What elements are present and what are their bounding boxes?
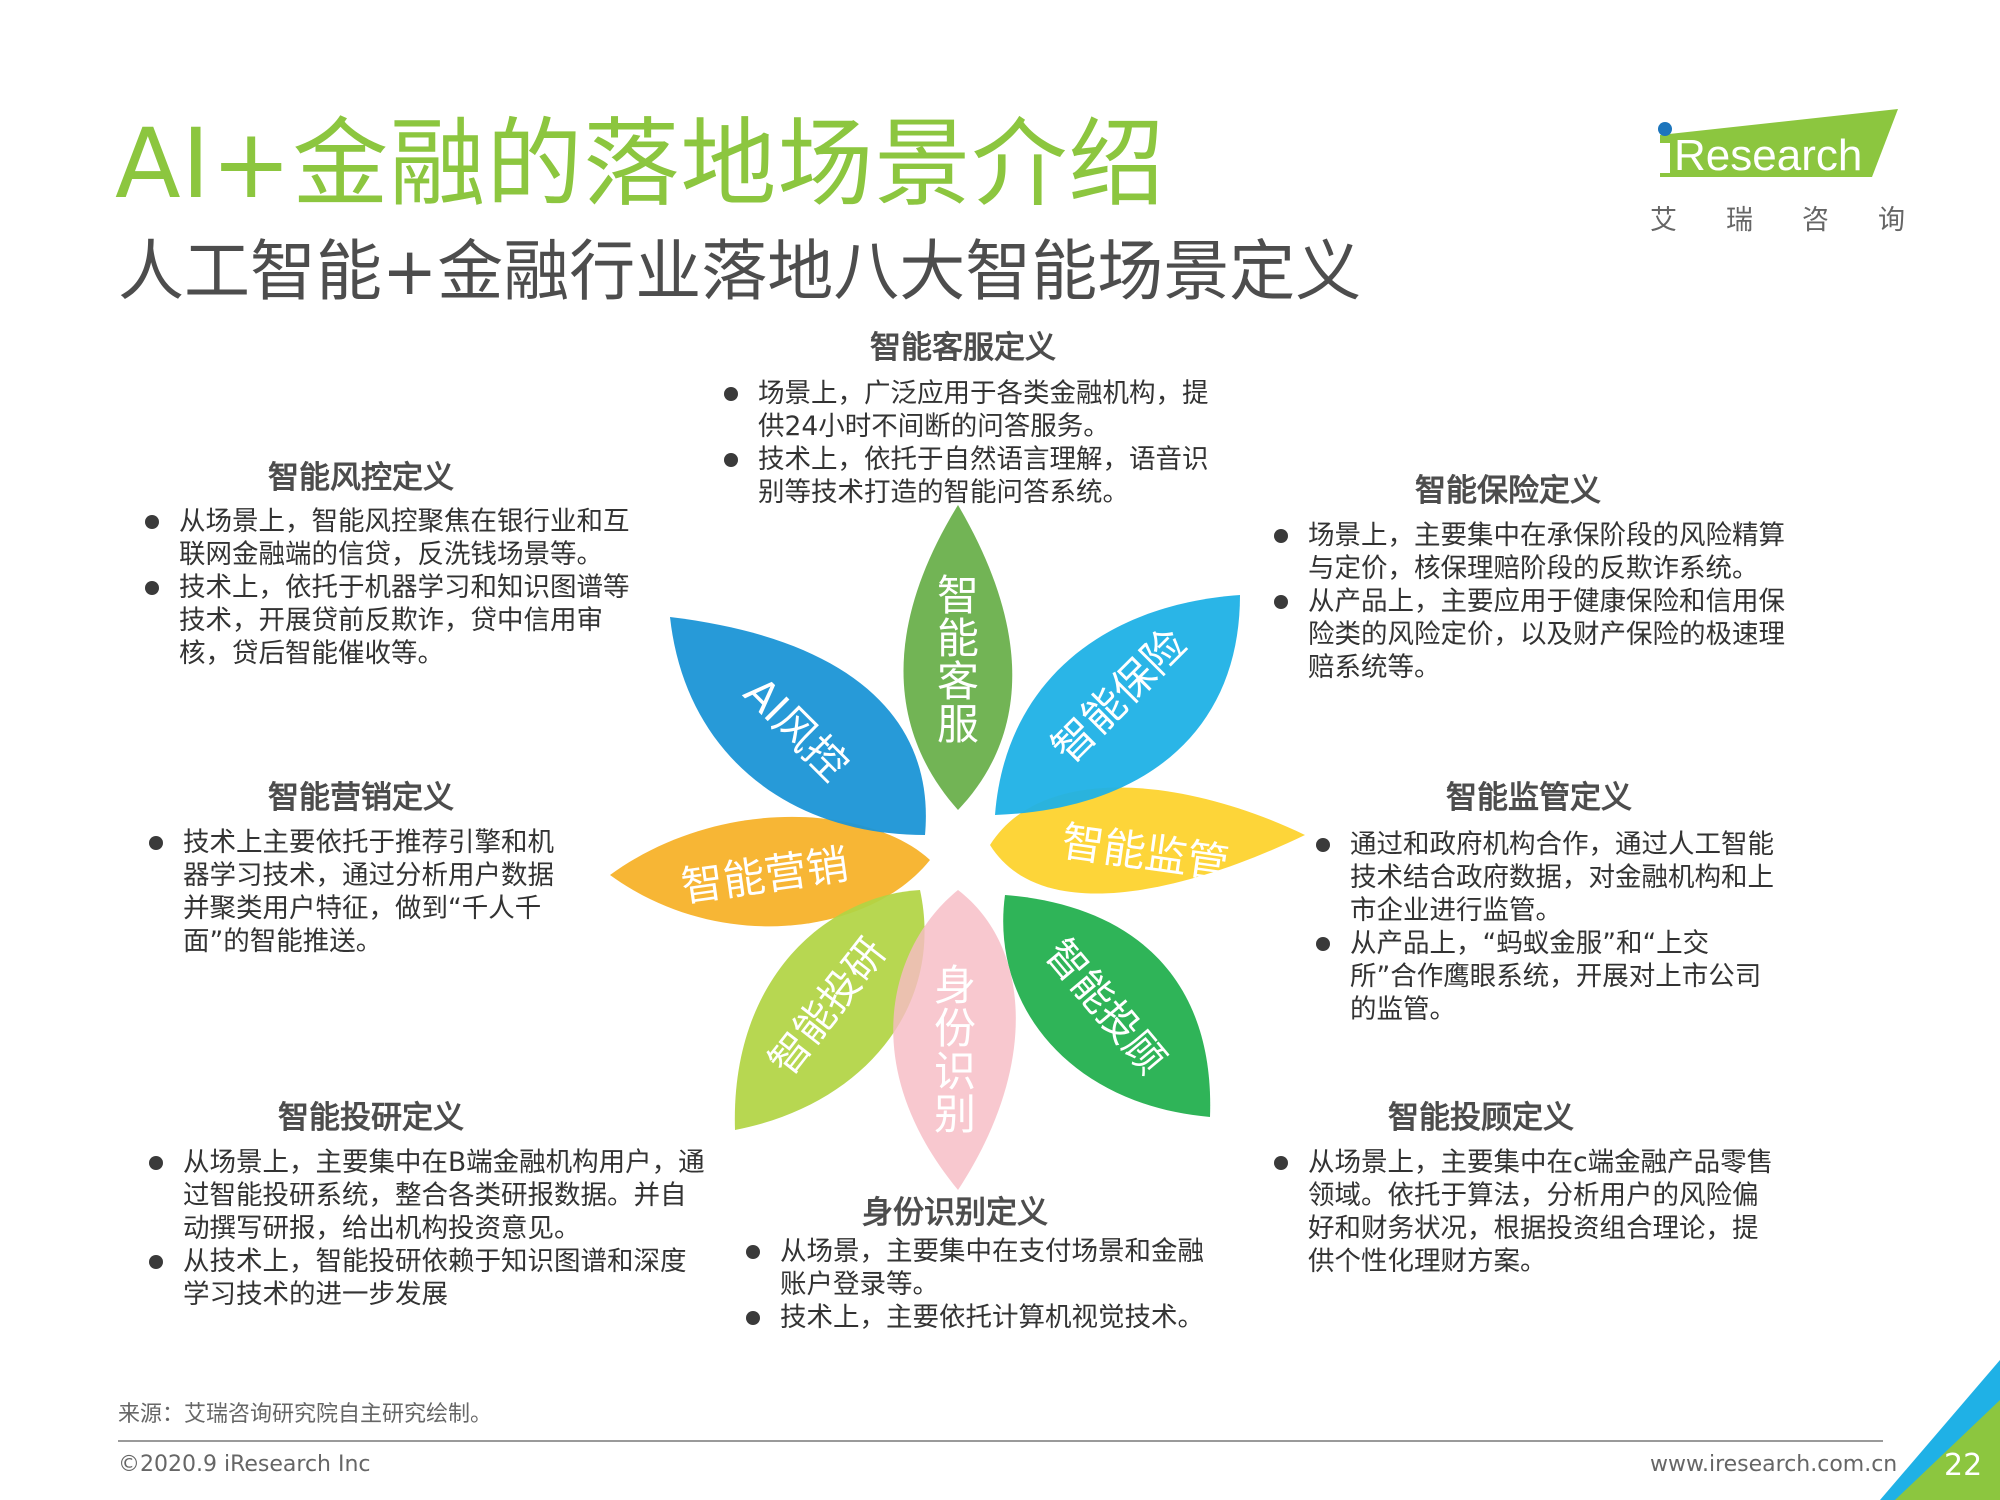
list-item: 从场景上，智能风控聚焦在银行业和互联网金融端的信贷，反洗钱场景等。	[143, 505, 633, 571]
list-item: 场景上，主要集中在承保阶段的风险精算与定价，核保理赔阶段的反欺诈系统。	[1272, 519, 1792, 585]
flower-diagram: 智能监管 智能营销 智能投研 智能投顾 AI风控 智能保险 智 能 客 服 身 …	[610, 505, 1305, 1190]
section-title-fengkong: 智能风控定义	[268, 460, 454, 496]
petal-char: 智	[937, 571, 979, 620]
list-item: 从技术上，智能投研依赖于知识图谱和深度学习技术的进一步发展	[147, 1245, 707, 1311]
section-list-baoxian: 场景上，主要集中在承保阶段的风险精算与定价，核保理赔阶段的反欺诈系统。 从产品上…	[1272, 519, 1792, 684]
petal-jianguan: 智能监管	[990, 787, 1305, 894]
section-list-shenfen: 从场景，主要集中在支付场景和金融账户登录等。 技术上，主要依托计算机视觉技术。	[744, 1235, 1214, 1334]
logo-cn: 艾 瑞 咨 询	[1650, 198, 1905, 237]
logo-text: Research	[1674, 131, 1862, 180]
corner-decoration	[1880, 1360, 2000, 1500]
petal-char: 能	[937, 614, 979, 663]
petal-baoxian: 智能保险	[995, 595, 1240, 815]
petal-shape	[903, 505, 1013, 810]
logo-banner	[1660, 109, 1898, 177]
list-item: 从产品上，主要应用于健康保险和信用保险类的风险定价，以及财产保险的极速理赔系统等…	[1272, 585, 1792, 684]
petal-char: 识	[934, 1047, 976, 1096]
logo-dot-icon	[1658, 122, 1672, 136]
petal-shape	[990, 787, 1305, 894]
section-title-baoxian: 智能保险定义	[1415, 473, 1601, 509]
petal-char: 服	[937, 700, 979, 749]
petal-shape	[893, 890, 1016, 1190]
page-subtitle: 人工智能+金融行业落地八大智能场景定义	[118, 233, 1362, 310]
petal-char: 客	[937, 657, 979, 706]
petal-shape	[995, 595, 1240, 815]
list-item: 通过和政府机构合作，通过人工智能技术结合政府数据，对金融机构和上市企业进行监管。	[1314, 828, 1774, 927]
petal-shenfen: 身 份 识 别	[893, 890, 1016, 1190]
section-title-tougu: 智能投顾定义	[1388, 1100, 1574, 1136]
list-item: 技术上，依托于自然语言理解，语音识别等技术打造的智能问答系统。	[722, 443, 1212, 509]
section-title-yingxiao: 智能营销定义	[268, 780, 454, 816]
section-title-touyan: 智能投研定义	[278, 1100, 464, 1136]
section-list-fengkong: 从场景上，智能风控聚焦在银行业和互联网金融端的信贷，反洗钱场景等。 技术上，依托…	[143, 505, 633, 670]
list-item: 从产品上，“蚂蚁金服”和“上交所”合作鹰眼系统，开展对上市公司的监管。	[1314, 927, 1774, 1026]
source-note: 来源：艾瑞咨询研究院自主研究绘制。	[118, 1402, 493, 1427]
list-item: 从场景上，主要集中在c端金融产品零售领域。依托于算法，分析用户的风险偏好和财务状…	[1272, 1146, 1782, 1278]
petal-yingxiao: 智能营销	[610, 816, 930, 927]
list-item: 技术上主要依托于推荐引擎和机器学习技术，通过分析用户数据并聚类用户特征，做到“千…	[147, 826, 577, 958]
petal-char: 份	[934, 1004, 976, 1053]
section-list-tougu: 从场景上，主要集中在c端金融产品零售领域。依托于算法，分析用户的风险偏好和财务状…	[1272, 1146, 1782, 1278]
petal-kefu: 智 能 客 服	[903, 505, 1013, 810]
petal-tougu: 智能投顾	[1003, 895, 1211, 1117]
section-list-touyan: 从场景上，主要集中在B端金融机构用户，通过智能投研系统，整合各类研报数据。并自动…	[147, 1146, 707, 1311]
petal-shape	[670, 617, 926, 835]
iresearch-logo: Research	[1658, 109, 1898, 180]
list-item: 从场景上，主要集中在B端金融机构用户，通过智能投研系统，整合各类研报数据。并自动…	[147, 1146, 707, 1245]
list-item: 场景上，广泛应用于各类金融机构，提供24小时不间断的问答服务。	[722, 377, 1212, 443]
section-title-jianguan: 智能监管定义	[1446, 780, 1632, 816]
section-title-kefu: 智能客服定义	[870, 330, 1056, 366]
section-list-kefu: 场景上，广泛应用于各类金融机构，提供24小时不间断的问答服务。 技术上，依托于自…	[722, 377, 1212, 509]
section-title-shenfen: 身份识别定义	[862, 1195, 1048, 1231]
petal-char: 别	[934, 1090, 976, 1139]
petal-label-vertical: 身 份 识 别	[934, 961, 976, 1139]
petal-shape	[1003, 895, 1211, 1117]
logo-cn-char: 艾	[1650, 205, 1677, 236]
page-number: 22	[1944, 1448, 1983, 1483]
copyright: ©2020.9 iResearch Inc	[118, 1452, 371, 1477]
website-url: www.iresearch.com.cn	[1650, 1452, 1898, 1477]
list-item: 技术上，依托于机器学习和知识图谱等技术，开展贷前反欺诈，贷中信用审核，贷后智能催…	[143, 571, 633, 670]
list-item: 从场景，主要集中在支付场景和金融账户登录等。	[744, 1235, 1214, 1301]
petal-fengkong: AI风控	[670, 617, 926, 835]
logo-cn-char: 瑞	[1726, 205, 1753, 236]
footer-divider	[118, 1440, 1883, 1442]
section-list-yingxiao: 技术上主要依托于推荐引擎和机器学习技术，通过分析用户数据并聚类用户特征，做到“千…	[147, 826, 577, 958]
logo-cn-char: 咨	[1802, 205, 1829, 236]
petal-label-vertical: 智 能 客 服	[937, 571, 979, 749]
logo-cn-char: 询	[1878, 205, 1905, 236]
petal-char: 身	[934, 961, 976, 1010]
petal-shape	[734, 890, 925, 1130]
page-title: AI+金融的落地场景介绍	[115, 108, 1166, 220]
list-item: 技术上，主要依托计算机视觉技术。	[744, 1301, 1214, 1334]
section-list-jianguan: 通过和政府机构合作，通过人工智能技术结合政府数据，对金融机构和上市企业进行监管。…	[1314, 828, 1774, 1026]
petal-shape	[610, 816, 930, 927]
